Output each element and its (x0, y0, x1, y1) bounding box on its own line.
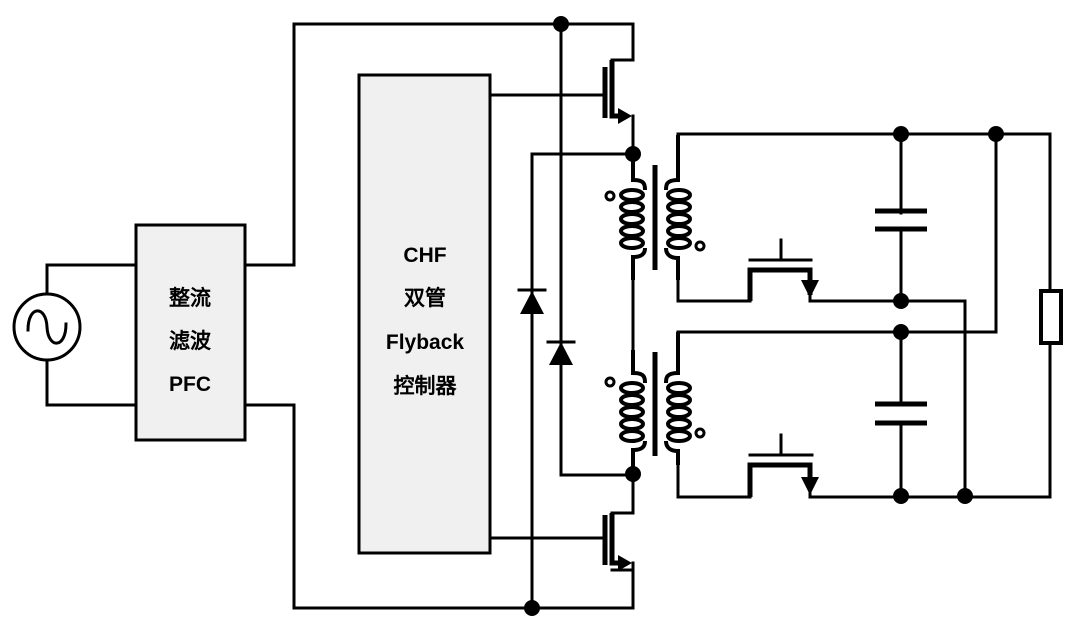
secondary2-return-wire (676, 341, 1052, 499)
top-mosfet-icon (602, 60, 635, 157)
transformer-2-icon (604, 332, 706, 475)
secondary1-top-wire (676, 132, 1052, 292)
junction-top-rail (553, 16, 569, 32)
junction-cap2-bottom (893, 488, 909, 504)
controller-block: CHF 双管 Flyback 控制器 (357, 73, 492, 555)
junction-cap2-top (893, 324, 909, 340)
junction-output-positive (988, 126, 1004, 142)
diode-2-icon (546, 340, 576, 365)
secondary1-return-wire (676, 268, 967, 495)
pfc-label-line2: 滤波 (169, 329, 212, 353)
junction-bottom-rail (524, 600, 540, 616)
diode-1-icon (517, 288, 547, 314)
pfc-label-line3: PFC (169, 373, 211, 396)
junction-output-negative (957, 488, 973, 504)
bottom-rail (243, 403, 635, 610)
sync-rectifier-2-icon (747, 433, 819, 497)
controller-label-line1: CHF (403, 244, 446, 267)
diode2-wire (559, 22, 635, 477)
source-wire-bottom (45, 358, 138, 407)
top-rail (243, 22, 635, 267)
secondary2-top-wire (676, 132, 998, 334)
junction-dots (524, 16, 1004, 616)
transformer-1-icon (604, 135, 706, 280)
junction-t1-primary (625, 146, 641, 162)
junction-cap1-bottom (893, 293, 909, 309)
diode1-wire (530, 152, 635, 610)
pfc-label-line1: 整流 (169, 286, 211, 310)
controller-label-line3: Flyback (386, 331, 465, 354)
source-wire-top (45, 263, 138, 296)
load-resistor-icon (1039, 289, 1063, 345)
bottom-mosfet-icon (602, 473, 635, 572)
junction-cap1-top (893, 126, 909, 142)
pfc-block: 整流 滤波 PFC (134, 223, 247, 442)
controller-label-line2: 双管 (404, 286, 446, 310)
junction-t2-primary (625, 466, 641, 482)
controller-label-line4: 控制器 (394, 374, 458, 398)
capacitor-1-icon (875, 208, 927, 232)
sync-rectifier-1-icon (747, 238, 819, 301)
capacitor-2-icon (875, 401, 927, 426)
ac-source-icon (12, 292, 82, 362)
